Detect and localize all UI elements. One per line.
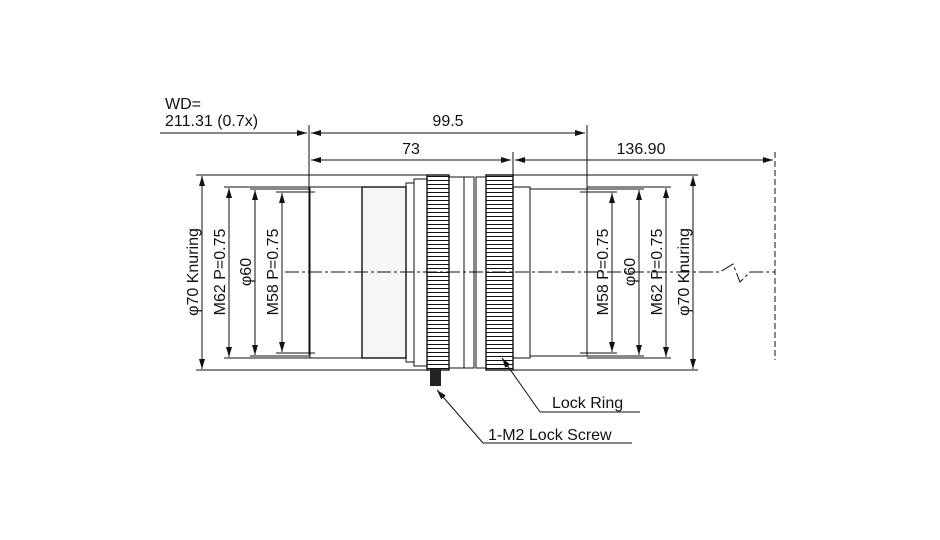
callout-leaders: [436, 357, 640, 444]
left-dim-phi60: φ60: [238, 258, 255, 286]
left-dim-phi70: φ70 Knuring: [185, 228, 202, 316]
right-dim-phi60: φ60: [622, 258, 639, 286]
center-line: [285, 263, 775, 283]
wd-value: 211.31 (0.7x): [165, 113, 258, 130]
dimension-lines: [199, 130, 773, 369]
lock-screw-label: 1-M2 Lock Screw: [488, 427, 612, 444]
lock-ring-label: Lock Ring: [552, 395, 623, 412]
left-dim-m58: M58 P=0.75: [265, 229, 282, 316]
wd-label: WD=: [165, 96, 201, 113]
dim-overall: 99.5: [432, 113, 463, 130]
lens-body: [309, 174, 588, 386]
lock-screw: [430, 369, 441, 386]
right-dim-m58: M58 P=0.75: [595, 229, 612, 316]
right-dim-phi70: φ70 Knuring: [676, 228, 693, 316]
right-dim-m62: M62 P=0.75: [649, 229, 666, 316]
left-dim-m62: M62 P=0.75: [212, 229, 229, 316]
dim-body: 73: [402, 141, 420, 158]
dim-rear: 136.90: [617, 141, 666, 158]
